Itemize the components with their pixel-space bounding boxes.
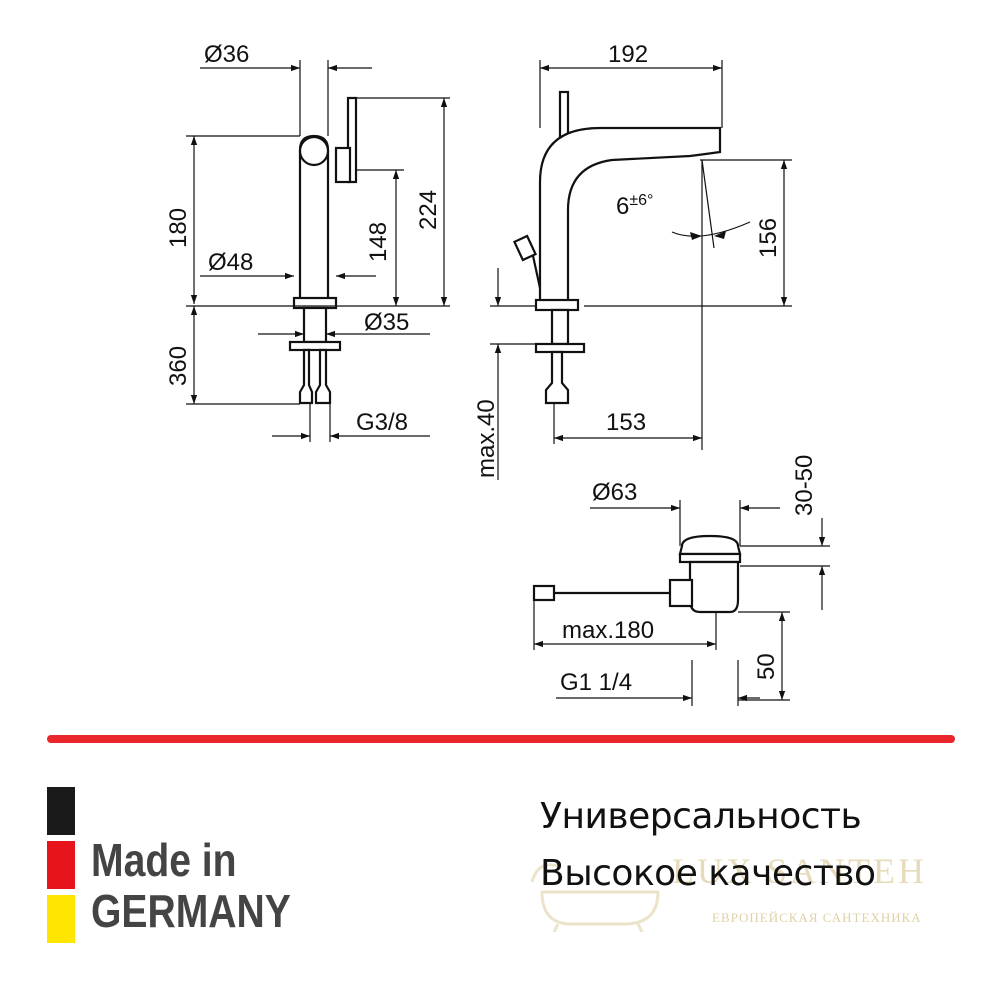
- flag-stripe-black: [47, 787, 75, 835]
- made-in-germany: Made in GERMANY: [91, 835, 291, 936]
- drain-view: Ø63 30-50 max.180 50 G1 1/4: [532, 455, 830, 706]
- red-divider: [47, 735, 955, 743]
- dim-max40: max.40: [473, 399, 500, 478]
- feature-universality: Универсальность: [540, 796, 862, 837]
- dim-156: 156: [755, 218, 782, 258]
- front-lever-base: [334, 146, 352, 184]
- bathtub-logo-watermark: [530, 863, 660, 932]
- front-hoses: [298, 348, 332, 405]
- side-hose: [544, 350, 570, 405]
- flag-stripe-red: [47, 841, 75, 889]
- dim-max180: max.180: [562, 617, 654, 644]
- watermark-brand: LUX SANTEH: [672, 851, 927, 891]
- german-flag: [47, 787, 75, 949]
- dim-153: 153: [606, 409, 646, 436]
- side-shank: [550, 308, 570, 346]
- front-lever: [346, 96, 358, 184]
- flag-stripe-gold: [47, 895, 75, 943]
- feature-high-quality: Высокое качество: [540, 853, 876, 894]
- side-view: 192 156 6±6° max.40 153: [473, 41, 792, 480]
- side-base-ring: [534, 298, 580, 312]
- front-fixing-plate: [288, 340, 342, 352]
- drain-cap: [678, 534, 742, 556]
- dim-224: 224: [415, 190, 442, 230]
- technical-drawing: Ø36 224 180 148 Ø48 Ø35 360 G3/8: [165, 41, 830, 706]
- watermark-subtitle: ЕВРОПЕЙСКАЯ САНТЕХНИКА: [712, 910, 922, 925]
- front-view: Ø36 224 180 148 Ø48 Ø35 360 G3/8: [165, 41, 450, 442]
- drain-rod-end: [532, 584, 556, 602]
- dim-dia35: Ø35: [364, 309, 409, 336]
- dim-g38: G3/8: [356, 409, 408, 436]
- dim-g114: G1 1/4: [560, 669, 632, 696]
- front-shank: [302, 306, 328, 344]
- side-fixing-plate: [534, 342, 586, 354]
- dim-180: 180: [165, 208, 192, 248]
- dim-dia36: Ø36: [204, 41, 249, 68]
- dim-360: 360: [165, 346, 192, 386]
- dim-192: 192: [608, 41, 648, 68]
- dim-angle: 6±6°: [616, 192, 653, 220]
- made-in-line1: Made in: [91, 834, 237, 886]
- made-in-line2: GERMANY: [91, 884, 291, 937]
- dim-50: 50: [753, 653, 780, 680]
- drain-flange: [678, 552, 742, 564]
- drain-body: [688, 560, 740, 614]
- side-popup-knob: [512, 234, 538, 262]
- drain-connector: [668, 578, 694, 608]
- dim-dia48: Ø48: [208, 249, 253, 276]
- dim-dia63: Ø63: [592, 479, 637, 506]
- dim-30-50: 30-50: [791, 455, 818, 516]
- dim-148: 148: [365, 222, 392, 262]
- front-tap-head: [298, 135, 330, 167]
- side-spout-body: [538, 126, 722, 304]
